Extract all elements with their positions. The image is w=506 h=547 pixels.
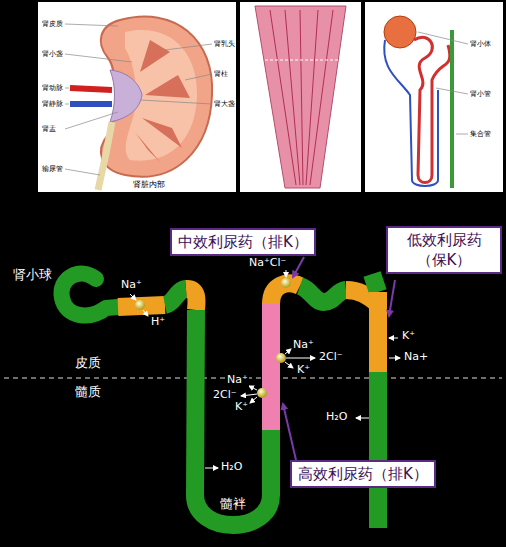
part-label: 肾小盏 [42,50,63,58]
transporter [135,278,291,398]
diagram-label: 髓袢 [219,497,247,512]
diagram-label: H⁺ [150,316,166,329]
drug-name: 中效利尿药（排K） [178,232,308,252]
diagram-label: H₂O [220,461,243,474]
nephron-illustration [365,2,503,192]
ion-arrow [130,270,400,468]
drug-name: 低效利尿药 （保K） [394,230,494,270]
part-label: 集合管 [470,130,491,138]
diagram-label: Na⁺ [120,279,143,292]
part-label: 肾小体 [470,40,491,48]
medulla-section-illustration [240,2,361,192]
kidney-illustration [38,2,236,192]
diagram-label: 2Cl⁻ [318,351,344,364]
diagram-label: Na⁺ [292,339,315,352]
part-label: 肾柱 [213,70,229,78]
cortex-medulla-line [4,378,502,379]
part-label: 肾小管 [470,90,491,98]
part-label: 肾皮质 [42,20,63,28]
part-label: 肾动脉 [42,84,63,92]
part-label: 肾盂 [42,125,56,133]
drug-name: 高效利尿药（排K） [298,464,428,484]
part-label: 肾静脉 [42,100,63,108]
diagram-label: 皮质 [74,356,102,371]
diagram-label: Na+ [403,351,429,364]
drug-box: 低效利尿药 （保K） [386,226,502,274]
diagram-label: K⁺ [401,330,416,343]
diagram-label: 髓质 [74,385,102,400]
diagram-label: H₂O [325,411,348,424]
part-label: 肾脏内部 [132,180,166,189]
tubule [62,274,378,528]
drug-box: 中效利尿药（排K） [170,228,316,256]
diagram-label: 肾小球 [12,268,53,283]
part-label: 肾乳头 [213,40,236,48]
diagram-label: K⁺ [296,364,311,377]
diagram-label: 2Cl⁻ [212,389,238,402]
drug-pointer [283,257,395,460]
diagram-label: K⁺ [234,401,249,414]
diagram-label: Na⁺ [226,374,249,387]
drug-box: 高效利尿药（排K） [290,460,436,488]
part-label: 输尿管 [42,165,63,173]
part-label: 肾大盏 [213,100,236,108]
diagram-label: Na⁺Cl⁻ [248,257,287,270]
